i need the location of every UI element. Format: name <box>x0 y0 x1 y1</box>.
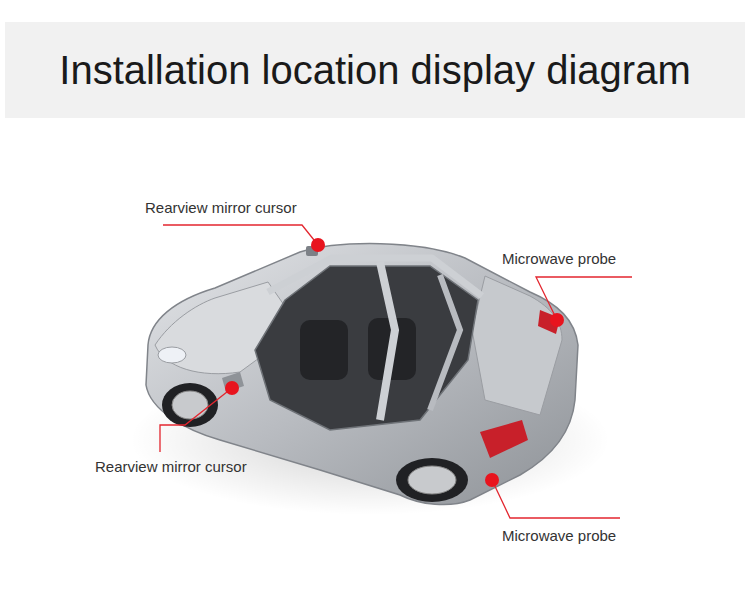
roll-bar <box>380 262 395 420</box>
headlight <box>158 347 186 363</box>
leader-line <box>160 388 232 452</box>
location-dot <box>485 473 499 487</box>
location-dot <box>311 238 325 252</box>
leader-line <box>492 480 620 518</box>
tail-light <box>480 420 528 458</box>
windshield-frame <box>268 258 482 296</box>
label-anchor: Rearview mirror cursor <box>95 458 247 476</box>
label-anchor: Microwave probe <box>502 527 616 545</box>
rear-wheel <box>396 458 468 502</box>
part-label: Microwave probe <box>502 527 616 545</box>
location-dot <box>550 313 564 327</box>
label-anchor: Microwave probe <box>502 250 616 268</box>
roll-bar <box>430 275 460 410</box>
part-label: Microwave probe <box>502 250 616 268</box>
car-cabin <box>255 266 478 430</box>
label-anchor: Rearview mirror cursor <box>145 199 297 217</box>
wheel-rim <box>408 466 456 494</box>
part-label: Rearview mirror cursor <box>145 199 297 217</box>
title: Installation location display diagram <box>59 46 690 94</box>
location-dot <box>225 381 239 395</box>
wheel-rim <box>172 391 208 419</box>
car-seat <box>300 320 348 380</box>
leader-line <box>536 277 632 320</box>
title-anchor: Installation location display diagram <box>0 46 750 94</box>
rear-deck <box>472 276 562 415</box>
part-label: Rearview mirror cursor <box>95 458 247 476</box>
leader-line <box>163 225 318 245</box>
